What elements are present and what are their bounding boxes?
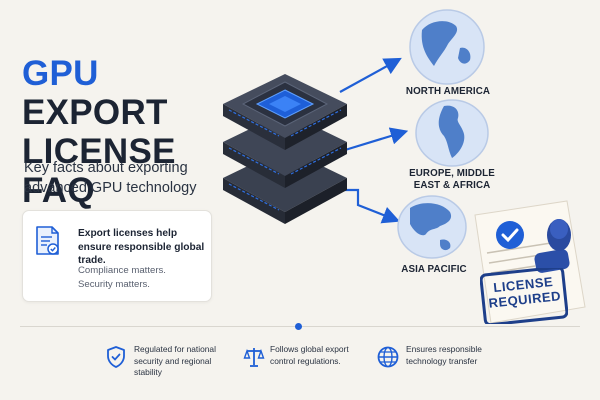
globe-emea-icon	[415, 99, 489, 167]
globe-asia-pacific-icon	[397, 195, 467, 259]
title-line2: LICENSE FAQ	[22, 132, 176, 210]
gpu-chip-stack-icon	[223, 74, 347, 224]
arrow-emea	[344, 127, 409, 152]
title-rest-line1: EXPORT	[22, 93, 168, 132]
card-heading: Export licenses help ensure responsible …	[78, 228, 205, 266]
feature-text-1: Regulated for national security and regi…	[134, 344, 216, 377]
feature-text-3: Ensures responsible technology transfer	[406, 344, 482, 366]
globe-icon	[377, 346, 399, 368]
info-card: Export licenses help ensure responsible …	[22, 210, 212, 302]
region-label-emea: EUROPE, MIDDLE EAST & AFRICA	[409, 168, 495, 191]
license-stamp-frame	[480, 268, 568, 324]
page-title: GPU EXPORT LICENSE FAQ	[22, 54, 252, 210]
card-line-1: Compliance matters.	[78, 265, 166, 276]
arrow-north-america	[339, 57, 402, 93]
document-check-icon	[36, 226, 59, 255]
title-highlight: GPU	[22, 54, 99, 93]
globe-north-america-icon	[409, 9, 485, 85]
license-document-icon	[474, 200, 586, 324]
card-line-2: Security matters.	[78, 279, 150, 290]
divider-dot	[295, 323, 302, 330]
shield-check-icon	[107, 346, 125, 368]
region-label-north-america: NORTH AMERICA	[405, 86, 491, 97]
page-subtitle: Key facts about exporting advanced GPU t…	[24, 160, 197, 196]
scales-icon	[243, 348, 265, 367]
feature-text-2: Follows global export control regulation…	[270, 344, 349, 366]
region-label-asia-pacific: ASIA PACIFIC	[401, 264, 467, 275]
